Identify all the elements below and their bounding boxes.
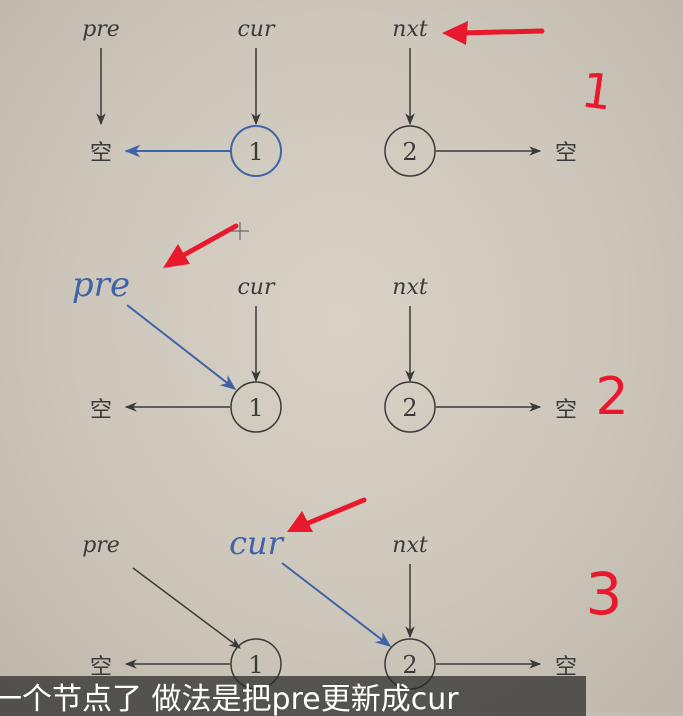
red-arrowhead — [163, 244, 190, 268]
null-label: 空 — [90, 398, 112, 423]
cursor-crosshair-icon — [231, 222, 249, 240]
pre-label-highlighted: pre — [72, 265, 130, 305]
null-label: 空 — [555, 655, 577, 680]
node-2 — [384, 381, 436, 433]
node-1-value: 1 — [248, 394, 263, 422]
red-arrow-annotation — [457, 28, 545, 36]
null-label: 空 — [555, 141, 577, 166]
null-label: 空 — [555, 398, 577, 423]
red-arrow-annotation — [303, 497, 367, 527]
node-2-value: 2 — [402, 394, 417, 422]
cur-pointer-arrow — [281, 562, 392, 647]
node-2-value: 2 — [402, 651, 417, 679]
red-arrow-annotation — [179, 223, 239, 259]
step-number-annotation: 2 — [595, 367, 628, 427]
nxt-label: nxt — [392, 275, 428, 300]
step-number-annotation: 1 — [578, 62, 616, 122]
cur-label: cur — [237, 275, 275, 300]
pre-label: pre — [82, 17, 120, 42]
node-1-value: 1 — [248, 651, 263, 679]
subtitle-text: 一个节点了 做法是把pre更新成cur — [0, 682, 459, 716]
pre-label: pre — [82, 533, 120, 558]
node-1 — [230, 125, 282, 177]
red-arrowhead — [442, 21, 468, 45]
cur-label: cur — [237, 17, 275, 42]
step-2: pre cur nxt 空 空 1 2 2 — [72, 222, 629, 433]
red-arrowhead — [287, 511, 313, 532]
cur-label-highlighted: cur — [229, 524, 285, 562]
pre-pointer-arrow — [132, 567, 241, 649]
null-label: 空 — [90, 655, 112, 680]
pre-pointer-arrow — [126, 304, 237, 390]
step-1: pre cur nxt 空 空 1 2 1 — [82, 17, 616, 177]
node-2-value: 2 — [402, 138, 417, 166]
nxt-label: nxt — [392, 533, 428, 558]
node-1 — [230, 381, 282, 433]
node-1-value: 1 — [248, 138, 263, 166]
nxt-label: nxt — [392, 17, 428, 42]
node-2 — [384, 125, 436, 177]
step-number-annotation: 3 — [586, 560, 623, 628]
null-label: 空 — [90, 141, 112, 166]
video-subtitle: 一个节点了 做法是把pre更新成cur — [0, 676, 586, 716]
step-3: pre cur nxt 空 空 1 2 3 — [82, 497, 623, 690]
